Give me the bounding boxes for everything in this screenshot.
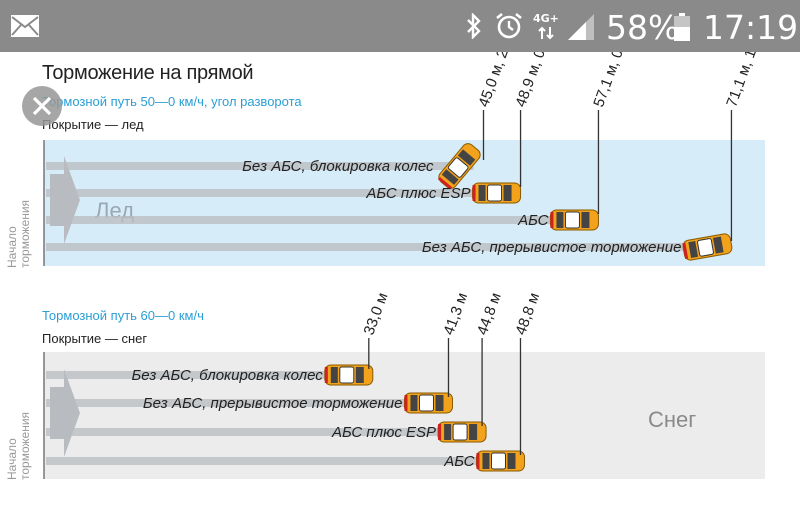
ice-value-label: 71,1 м, 10° [723, 52, 765, 109]
ice-car [682, 233, 733, 261]
ice-category-label: АБС плюс ESP [365, 185, 470, 202]
car-roof [564, 211, 580, 229]
snow-value-label: 33,0 м [361, 291, 392, 338]
snow-car [403, 392, 453, 414]
ice-value-label: 57,1 м, 0° [590, 52, 629, 109]
car-tail-light [404, 395, 408, 411]
signal-icon [568, 14, 594, 40]
snow-chart-subtitle: Покрытие — снег [42, 331, 148, 346]
car-rear-window [444, 424, 452, 440]
car-tail-light [324, 367, 328, 383]
car-roof [418, 394, 434, 412]
car-tail-light [682, 242, 689, 260]
car-roof [697, 238, 714, 257]
car-roof [339, 366, 355, 384]
infographic: Торможение на прямой Тормозной путь 50—0… [0, 52, 800, 528]
ice-chart-subtitle: Покрытие — лед [42, 117, 144, 132]
snow-value-label: 48,8 м [512, 291, 543, 338]
car-windshield [457, 149, 476, 166]
ice-category-label: АБС [517, 212, 548, 229]
snow-surface-label: Снег [648, 407, 696, 432]
ice-track [46, 189, 511, 197]
car-windshield [507, 453, 516, 469]
car-tail-light [437, 176, 453, 190]
ice-track [46, 243, 722, 251]
snow-track [46, 428, 477, 436]
car-rear-window [330, 367, 338, 383]
alarm-icon [496, 12, 522, 39]
car-windshield [435, 395, 444, 411]
car-roof [447, 157, 469, 178]
car-tail-light [550, 212, 554, 228]
snow-track [46, 457, 515, 465]
snow-chart-title: Тормозной путь 60—0 км/ч [42, 308, 204, 323]
status-bar: 4G+ 58% 17:19 [0, 0, 800, 52]
data-arrows-icon [538, 26, 554, 40]
car-windshield [581, 212, 590, 228]
car-tail-light [472, 185, 476, 201]
car-roof [490, 452, 506, 470]
mail-icon [11, 15, 39, 37]
ice-value-label: 48,9 м, 0° [512, 52, 551, 109]
network-type: 4G+ [533, 12, 559, 25]
ice-category-label: Без АБС, прерывистое торможение [422, 239, 682, 256]
car-rear-window [482, 453, 490, 469]
car-rear-window [556, 212, 564, 228]
close-button[interactable] [22, 86, 62, 126]
snow-track [46, 371, 363, 379]
battery-percent: 58% [606, 8, 680, 47]
ice-car [437, 143, 481, 190]
clock: 17:19 [703, 8, 799, 47]
snow-value-label: 44,8 м [474, 291, 505, 338]
car-rear-window [478, 185, 486, 201]
ice-track [46, 162, 474, 170]
snow-category-label: АБС [443, 453, 474, 470]
page-title: Торможение на прямой [42, 62, 254, 84]
ice-chart-title: Тормозной путь 50—0 км/ч, угол разворота [42, 94, 302, 109]
car-rear-window [410, 395, 418, 411]
ice-car [472, 182, 522, 204]
ice-category-label: Без АБС, блокировка колес [242, 158, 434, 175]
bluetooth-icon [467, 13, 481, 39]
car-rear-window [441, 169, 459, 185]
ice-car [549, 209, 599, 231]
snow-category-label: Без АБС, блокировка колес [131, 367, 323, 384]
snow-chart: Снег Без АБС, блокировка колес 33,0 м Без А… [43, 291, 765, 479]
car-windshield [469, 424, 478, 440]
battery-icon [674, 13, 690, 41]
snow-car [475, 450, 525, 472]
snow-category-label: АБС плюс ESP [331, 424, 436, 441]
car-tail-light [438, 424, 442, 440]
car-roof [452, 423, 468, 441]
car-tail-light [476, 453, 480, 469]
close-icon [32, 96, 52, 116]
ice-track [46, 216, 589, 224]
snow-track [46, 399, 443, 407]
car-windshield [355, 367, 364, 383]
snow-value-label: 41,3 м [440, 291, 471, 338]
car-rear-window [688, 241, 699, 259]
snow-car [437, 421, 487, 443]
car-windshield [503, 185, 512, 201]
snow-car [324, 364, 374, 386]
snow-category-label: Без АБС, прерывистое торможение [143, 395, 403, 412]
car-roof [487, 184, 503, 202]
car-windshield [712, 236, 724, 254]
